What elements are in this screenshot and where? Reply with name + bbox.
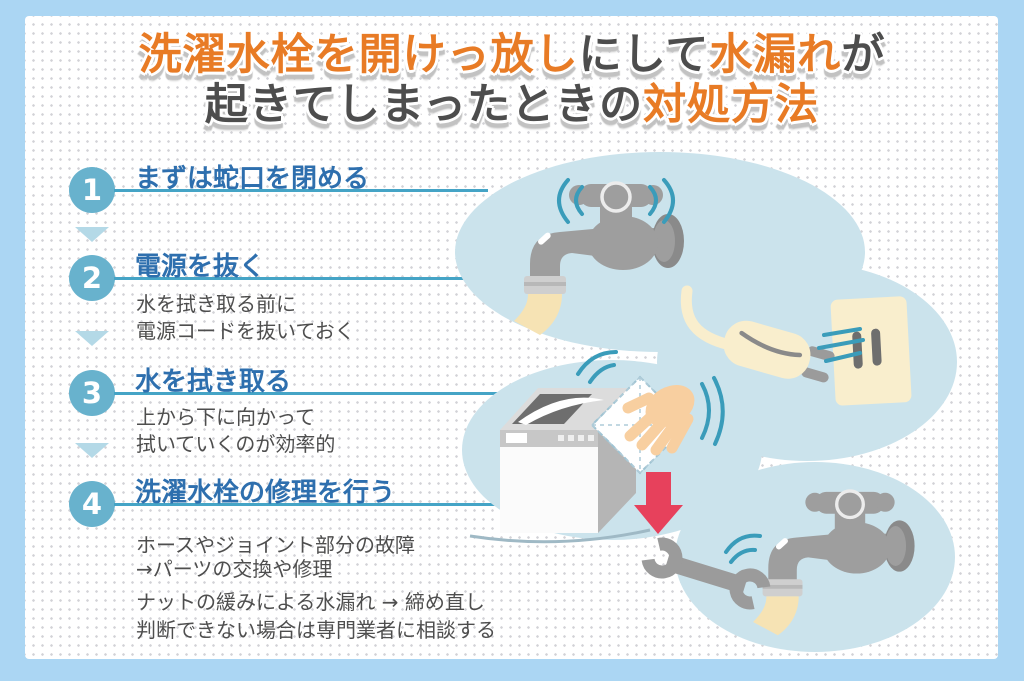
title-segment: 起きてしまったときの xyxy=(204,80,644,130)
illustration-cluster xyxy=(455,152,957,652)
step-3-underline xyxy=(114,392,500,395)
down-arrow-icon xyxy=(634,472,683,534)
description-line: →パーツの交換や修理 xyxy=(136,557,333,581)
unplug-motion-lines-icon xyxy=(817,327,865,363)
step-3-title: 水を拭き取る xyxy=(135,367,292,397)
motion-arcs-icon xyxy=(724,533,762,564)
description-line: 水を拭き取る前に xyxy=(136,292,296,316)
step-2-description: 水を拭き取る前に 電源コードを抜いておく xyxy=(136,291,355,345)
page-title: 洗濯水栓を開けっ放しにして水漏れが 起きてしまったときの対処方法 xyxy=(0,30,1024,130)
down-triangle-icon xyxy=(75,227,109,242)
floor-line xyxy=(469,528,651,544)
step-1-number-badge: 1 xyxy=(69,167,115,213)
outlet-icon xyxy=(830,296,912,406)
description-line: 拭いていくのが効率的 xyxy=(136,432,336,456)
faucet-illustration xyxy=(512,178,686,337)
washing-machine-illustration xyxy=(469,350,725,544)
step-4-title: 洗濯水栓の修理を行う xyxy=(135,478,396,508)
description-line: 上から下に向かって xyxy=(136,405,315,429)
wrench-and-faucet-illustration xyxy=(641,489,917,637)
step-4-underline xyxy=(114,503,508,506)
power-plug-illustration xyxy=(680,285,912,406)
down-triangle-icon xyxy=(75,443,109,458)
step-2-title: 電源を抜く xyxy=(135,252,266,282)
step-3-number-badge: 3 xyxy=(69,370,115,416)
title-segment-accent: 洗濯水栓を開けっ放し xyxy=(138,30,579,80)
wrench-icon xyxy=(641,537,771,610)
step-1-underline xyxy=(114,189,488,192)
step-2-underline xyxy=(114,277,478,280)
motion-arcs-icon xyxy=(557,178,675,224)
description-line: ナットの緩みによる水漏れ → 締め直し xyxy=(136,590,485,614)
description-line: ホースやジョイント部分の故障 xyxy=(136,533,415,557)
down-triangle-icon xyxy=(75,331,109,346)
title-segment: が xyxy=(841,30,886,80)
step-4-number-badge: 4 xyxy=(69,481,115,527)
hand-icon xyxy=(622,385,695,456)
step-3-description: 上から下に向かって 拭いていくのが効率的 xyxy=(136,404,335,458)
description-line: 判断できない場合は専門業者に相談する xyxy=(136,618,496,642)
power-cord-icon xyxy=(680,285,736,351)
plug-icon xyxy=(723,320,835,383)
step-2-number-badge: 2 xyxy=(69,255,115,301)
description-line: 電源コードを抜いておく xyxy=(136,319,355,343)
title-segment: にして xyxy=(578,30,710,80)
step-4-description: ホースやジョイント部分の故障 →パーツの交換や修理 ナットの緩みによる水漏れ →… xyxy=(136,533,496,642)
motion-arcs-icon xyxy=(576,350,725,446)
title-segment-accent: 水漏れ xyxy=(709,30,842,80)
title-line-1: 洗濯水栓を開けっ放しにして水漏れが xyxy=(0,30,1024,80)
description-paragraph: ホースやジョイント部分の故障 →パーツの交換や修理 xyxy=(136,533,496,581)
title-segment-accent: 対処方法 xyxy=(643,80,820,130)
step-1-title: まずは蛇口を閉める xyxy=(135,164,370,194)
description-paragraph: 判断できない場合は専門業者に相談する xyxy=(136,618,496,642)
title-line-2: 起きてしまったときの対処方法 xyxy=(0,80,1024,130)
description-paragraph: ナットの緩みによる水漏れ → 締め直し xyxy=(136,590,496,614)
